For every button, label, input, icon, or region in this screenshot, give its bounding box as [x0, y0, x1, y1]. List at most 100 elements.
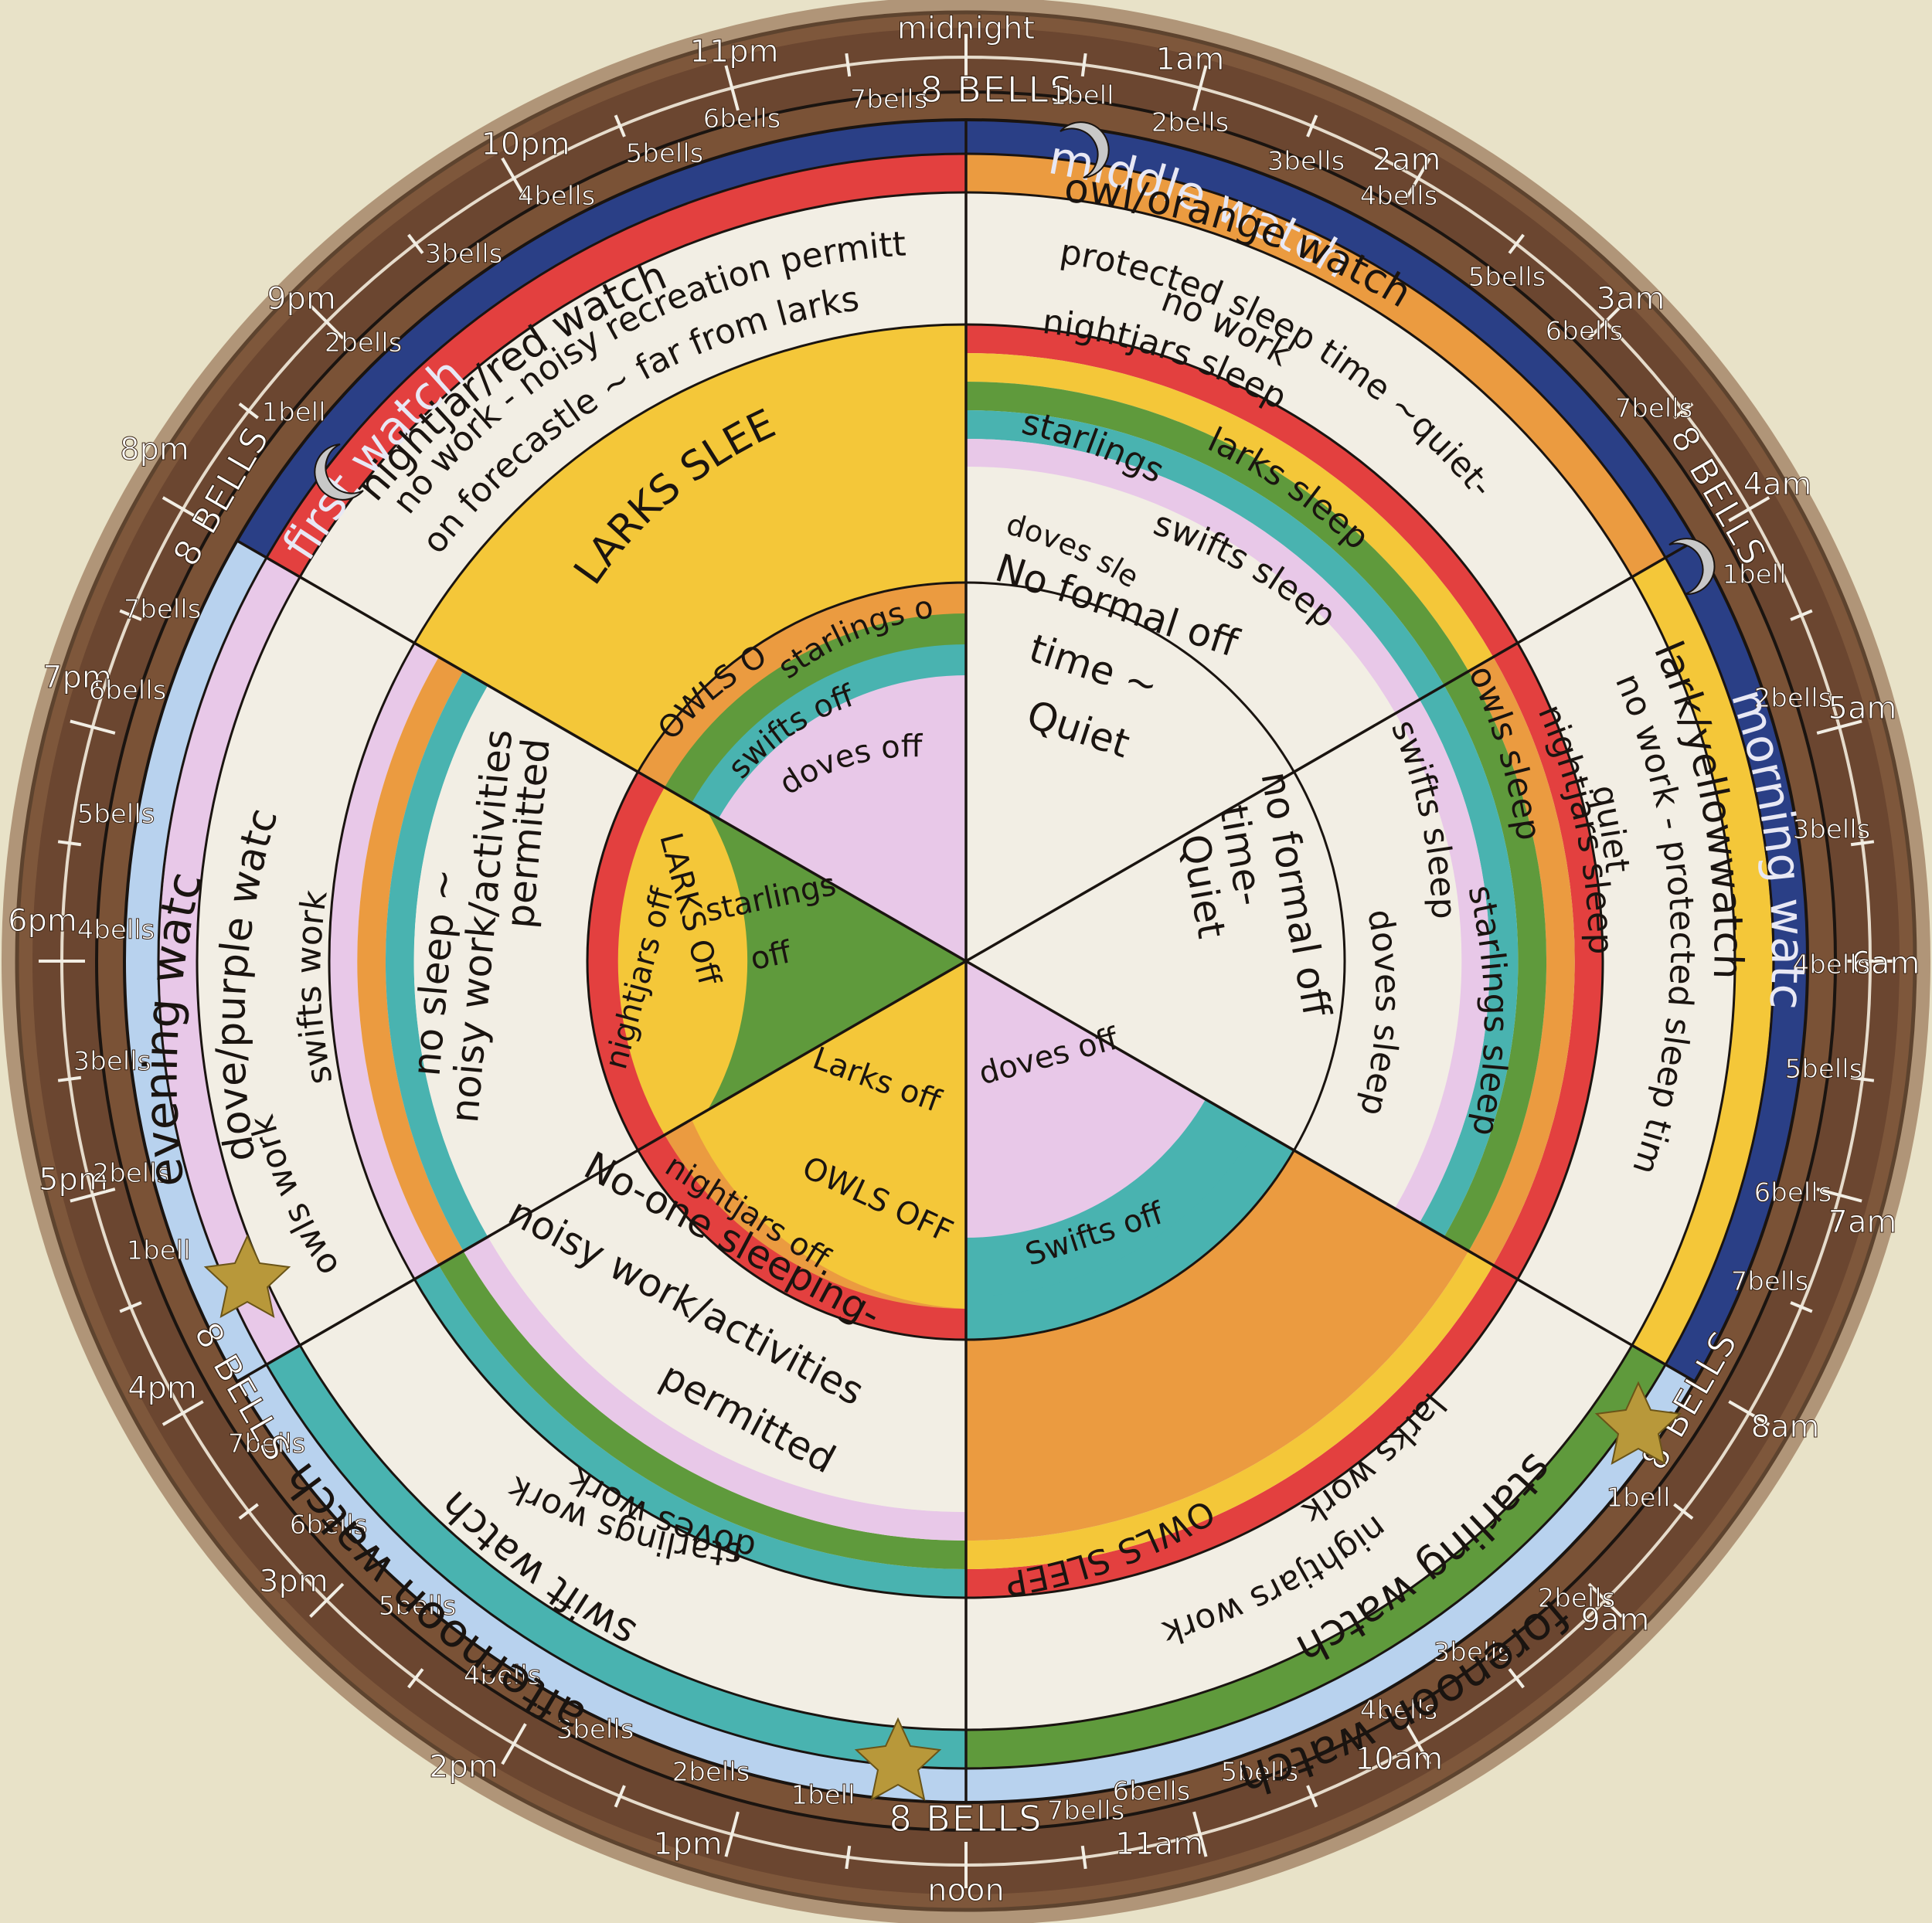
- label-1bell-top: 1bell: [1049, 80, 1114, 111]
- crew-nightjar-segment: [267, 154, 966, 578]
- label-4am: 4am: [1743, 467, 1812, 502]
- label-10am: 10am: [1355, 1741, 1443, 1777]
- label-10pm: 10pm: [481, 127, 570, 162]
- rim-tick: [1728, 1400, 1770, 1426]
- label-6am: 6am: [1852, 946, 1920, 981]
- rim-tick: [119, 1301, 142, 1313]
- rim-tick: [1816, 719, 1862, 735]
- label-1am: 1am: [1156, 42, 1225, 77]
- crew-owl-segment: [966, 154, 1665, 578]
- label-3pm: 3pm: [259, 1564, 328, 1599]
- moon-icon: [1060, 121, 1110, 178]
- label-8pm: 8pm: [120, 432, 189, 467]
- label-4bells-e: 4bells: [1793, 950, 1871, 980]
- watch-morning-segment: [1665, 541, 1808, 1381]
- rim-tick: [614, 114, 626, 138]
- watch-ring: [124, 120, 1808, 1802]
- rim-tick: [1728, 496, 1770, 522]
- rim-tick: [845, 53, 852, 77]
- rim-tick: [238, 403, 259, 420]
- label-6bells-w: 6bells: [89, 675, 167, 706]
- rim-tick: [1850, 840, 1875, 847]
- label-9am: 9am: [1581, 1602, 1650, 1638]
- label-6bells-nw: 6bells: [703, 104, 781, 134]
- label-1bell-s: 1bell: [791, 1780, 855, 1811]
- off-disc: [587, 583, 1345, 1340]
- rim-tick: [1850, 1075, 1875, 1082]
- label-2bells-s: 2bells: [672, 1757, 750, 1788]
- rim-tick: [1673, 1503, 1694, 1520]
- moon-icon: [314, 443, 364, 501]
- label-3bells-nw: 3bells: [425, 239, 503, 270]
- crew-watch-ring: [159, 154, 1773, 1768]
- rim-tick: [1306, 1785, 1318, 1808]
- label-1bell-w: 1bell: [261, 397, 325, 428]
- rim-tick: [614, 1785, 626, 1808]
- rim-tick: [1587, 304, 1623, 340]
- label-4bells-top: 4bells: [1360, 181, 1438, 212]
- crew-dove-segment: [159, 559, 301, 1364]
- label-6bells-top: 6bells: [1546, 316, 1624, 347]
- rim-tick: [1306, 114, 1318, 138]
- label-midnight: midnight: [897, 11, 1035, 46]
- label-11pm: 11pm: [689, 34, 778, 70]
- label-11am: 11am: [1115, 1826, 1203, 1862]
- rim-ticks: [39, 34, 1893, 1888]
- rim-tick: [501, 157, 527, 199]
- label-noon: noon: [927, 1873, 1005, 1908]
- label-4bells-w: 4bells: [77, 915, 155, 946]
- rim-tick: [1405, 157, 1431, 199]
- watch-afternoon-segment: [237, 1364, 966, 1802]
- band-group-owl-sector: [966, 324, 1518, 712]
- watch-evening-segment: [124, 541, 267, 1381]
- crew-lark-segment: [1631, 559, 1773, 1364]
- label-3bells-e: 3bells: [1793, 814, 1871, 845]
- label-4bells-sw: 4bells: [464, 1660, 542, 1691]
- rim-tick: [1790, 1301, 1813, 1313]
- label-4pm: 4pm: [128, 1371, 197, 1406]
- label-2pm: 2pm: [429, 1749, 498, 1785]
- label-7bells-e: 7bells: [1731, 1266, 1809, 1297]
- rim-tick: [309, 304, 345, 340]
- label-5bells-w: 5bells: [77, 799, 155, 830]
- label-5am: 5am: [1828, 691, 1897, 726]
- label-1pm: 1pm: [653, 1826, 723, 1862]
- rim-tick: [57, 840, 82, 847]
- watch-first-segment: [237, 120, 966, 559]
- label-2bells-e: 2bells: [1754, 683, 1832, 714]
- rim-tick: [1587, 1582, 1623, 1618]
- label-3am: 3am: [1597, 281, 1665, 317]
- label-7bells-nw: 7bells: [850, 84, 928, 115]
- label-6bells-sw: 6bells: [290, 1510, 368, 1541]
- rim-tick: [724, 65, 740, 111]
- label-7bells-w: 7bells: [124, 594, 202, 625]
- label-6bells-e: 6bells: [1754, 1177, 1832, 1208]
- label-1bell-sw: 1bell: [126, 1235, 190, 1266]
- label-8bells-top: 8 BELLS: [920, 69, 1074, 110]
- label-5bells-nw: 5bells: [626, 138, 704, 169]
- label-1bell-se: 1bell: [1606, 1483, 1670, 1514]
- rim-tick: [309, 1582, 345, 1618]
- moon-icon: [1668, 538, 1716, 596]
- rim-tick: [119, 609, 142, 621]
- label-5bells-e: 5bells: [1785, 1054, 1863, 1085]
- rim-tick: [1790, 609, 1813, 621]
- rim-tick: [1080, 53, 1087, 77]
- rim-tick: [57, 1075, 82, 1082]
- label-7bells-sw: 7bells: [228, 1429, 306, 1459]
- label-6pm: 6pm: [8, 903, 77, 939]
- rim-tick: [238, 1503, 259, 1520]
- watch-middle-segment: [966, 120, 1695, 559]
- label-3bells-w: 3bells: [73, 1046, 151, 1077]
- rim-tick: [407, 1668, 424, 1689]
- label-7bells-s: 7bells: [1047, 1796, 1125, 1826]
- label-5bells-s: 5bells: [1221, 1757, 1299, 1788]
- label-5bells-top: 5bells: [1468, 262, 1546, 293]
- off-starlings-center-2: off: [747, 934, 795, 977]
- rim-tick: [70, 719, 116, 735]
- label-4bells-se: 4bells: [1360, 1695, 1438, 1726]
- watch-forenoon-segment: [966, 1364, 1695, 1802]
- rim-tick: [1405, 1723, 1431, 1765]
